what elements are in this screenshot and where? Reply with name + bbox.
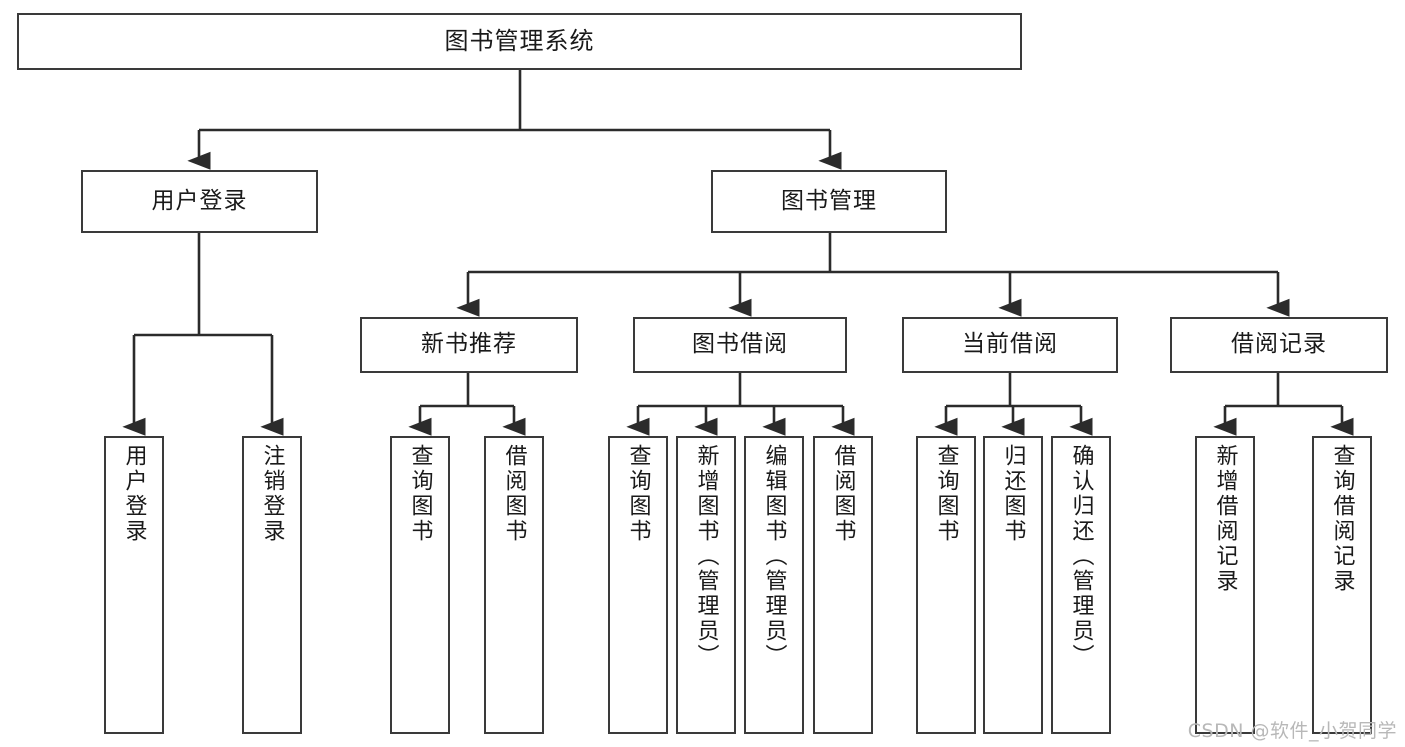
node-leaf-query-book-3[interactable]: 查询图书 [916,436,976,734]
node-leaf-return-book[interactable]: 归还图书 [983,436,1043,734]
leaf-label: 用户登录 [121,444,147,544]
leaf-label: 借阅图书 [501,444,527,544]
node-leaf-edit-book[interactable]: 编辑图书（管理员） [744,436,804,734]
leaf-label: 查询图书 [625,444,651,544]
node-new-book-recommend[interactable]: 新书推荐 [360,317,578,373]
leaf-label: 归还图书 [1000,444,1026,544]
node-leaf-add-book[interactable]: 新增图书（管理员） [676,436,736,734]
leaf-label: 注销登录 [259,444,285,544]
leaf-label: 查询图书 [407,444,433,544]
node-current-borrow[interactable]: 当前借阅 [902,317,1118,373]
watermark-text: CSDN @软件_小贺同学 [1187,720,1397,742]
leaf-label: 新增图书（管理员） [693,444,719,669]
node-leaf-borrow-book-1[interactable]: 借阅图书 [484,436,544,734]
leaf-label: 查询图书 [933,444,959,544]
node-leaf-confirm-return[interactable]: 确认归还（管理员） [1051,436,1111,734]
node-leaf-query-book-2[interactable]: 查询图书 [608,436,668,734]
node-leaf-add-record[interactable]: 新增借阅记录 [1195,436,1255,734]
leaf-label: 确认归还（管理员） [1068,444,1094,669]
leaf-label: 借阅图书 [830,444,856,544]
node-leaf-user-login[interactable]: 用户登录 [104,436,164,734]
node-leaf-borrow-book-2[interactable]: 借阅图书 [813,436,873,734]
node-book-borrow[interactable]: 图书借阅 [633,317,847,373]
node-leaf-query-record[interactable]: 查询借阅记录 [1312,436,1372,734]
leaf-label: 查询借阅记录 [1329,444,1355,594]
node-user-login[interactable]: 用户登录 [81,170,318,233]
node-leaf-logout[interactable]: 注销登录 [242,436,302,734]
node-book-manage[interactable]: 图书管理 [711,170,947,233]
node-leaf-query-book-1[interactable]: 查询图书 [390,436,450,734]
leaf-label: 编辑图书（管理员） [761,444,787,669]
node-borrow-record[interactable]: 借阅记录 [1170,317,1388,373]
leaf-label: 新增借阅记录 [1212,444,1238,594]
node-root-system[interactable]: 图书管理系统 [17,13,1022,70]
